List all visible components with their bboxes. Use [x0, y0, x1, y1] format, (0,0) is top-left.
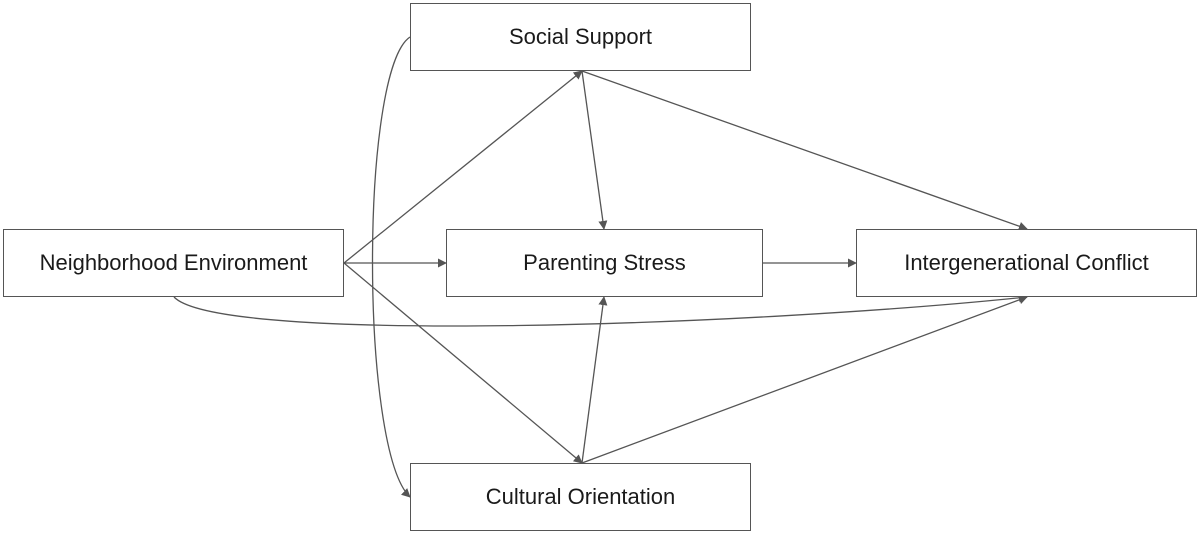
node-intergenerational-conflict: Intergenerational Conflict: [856, 229, 1197, 297]
edge-neighborhood-to-cultural-orientation: [343, 262, 583, 464]
node-cultural-orientation: Cultural Orientation: [410, 463, 751, 531]
edge-neighborhood-to-intergenerational-conflict: [173, 293, 1028, 327]
node-label: Social Support: [508, 24, 653, 49]
edge-social-support-to-parenting-stress: [581, 70, 608, 230]
edge-cultural-orientation-to-intergenerational-conflict: [581, 295, 1028, 464]
edge-social-support-to-intergenerational-conflict: [581, 70, 1028, 231]
edge-social-support-to-cultural-orientation: [371, 36, 411, 498]
node-social-support: Social Support: [410, 3, 751, 71]
node-parenting-stress: Parenting Stress: [446, 229, 763, 297]
node-label: Intergenerational Conflict: [904, 250, 1149, 275]
edge-cultural-orientation-to-parenting-stress: [581, 296, 608, 464]
node-label: Parenting Stress: [523, 250, 686, 275]
node-label: Cultural Orientation: [485, 484, 676, 509]
edge-neighborhood-to-social-support: [343, 70, 583, 264]
node-label: Neighborhood Environment: [39, 250, 308, 275]
node-neighborhood-environment: Neighborhood Environment: [3, 229, 344, 297]
